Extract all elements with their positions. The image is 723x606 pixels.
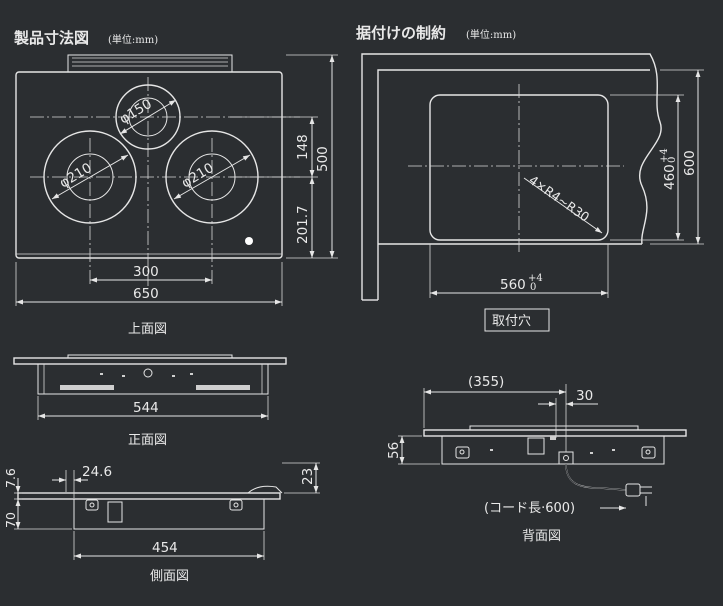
front-view-caption: 正面図 [128, 433, 167, 448]
diameter-210-left-label: φ210 [57, 160, 95, 192]
back-top-plate [423, 429, 687, 437]
product-title: 製品寸法図 (単位:mm) [13, 29, 158, 47]
front-view: 544 正面図 [13, 354, 287, 448]
cord-length-label: (コード長·600) [484, 501, 575, 516]
side-view-caption: 側面図 [150, 569, 189, 584]
install-title-text: 据付けの制約 [356, 24, 446, 42]
back-body [441, 435, 665, 465]
back-view: (355) 30 56 (コード長·600) 背面図 [386, 374, 687, 544]
burner-small-outer [115, 84, 181, 150]
product-unit-text: (単位:mm) [108, 33, 158, 46]
vent-right [196, 385, 250, 390]
cabinet-outline [361, 53, 662, 300]
install-title: 据付けの制約 (単位:mm) [356, 24, 516, 42]
dim-201-7-label: 201.7 [295, 205, 311, 244]
side-top-plate [17, 492, 281, 500]
dim-70-label: 70 [3, 512, 18, 528]
top-view-caption: 上面図 [128, 322, 167, 337]
dim-30-label: 30 [576, 388, 593, 404]
width-tol-plus: +4 [528, 273, 543, 284]
install-cutout-view: 4×R4~R30 460 +4 0 600 560 +4 0 取付穴 [361, 53, 704, 332]
cutout-label-box [484, 308, 550, 332]
dim-454-label: 454 [152, 540, 178, 556]
height-460-label: 460 [662, 164, 678, 190]
front-knob-icon [143, 368, 153, 378]
dim-148-label: 148 [295, 134, 311, 160]
front-body [37, 363, 269, 395]
power-plug-icon [625, 483, 641, 497]
product-title-text: 製品寸法図 [13, 29, 89, 47]
cord-outlet [558, 451, 574, 465]
dim-650-label: 650 [133, 286, 159, 302]
vent-left [60, 385, 114, 390]
dim-355-label: (355) [468, 374, 504, 390]
dim-300-label: 300 [133, 264, 159, 280]
diameter-150-label: φ150 [117, 96, 155, 128]
side-body [73, 498, 265, 530]
side-view: 24.6 7.6 70 23 454 側面図 [3, 462, 320, 584]
dim-7-6-label: 7.6 [3, 468, 18, 488]
dim-544-label: 544 [133, 400, 159, 416]
cooktop-plate [15, 71, 283, 259]
dim-24-6-label: 24.6 [82, 464, 112, 480]
control-strip [67, 54, 233, 73]
indicator-lamp-icon [245, 237, 253, 245]
corner-radius-label: 4×R4~R30 [526, 172, 592, 225]
install-unit-text: (単位:mm) [466, 28, 516, 41]
front-top-plate [13, 357, 287, 365]
power-cord [565, 463, 627, 491]
height-tol-plus: +4 [659, 148, 670, 163]
back-view-caption: 背面図 [522, 529, 561, 544]
diameter-210-right-label: φ210 [179, 160, 217, 192]
side-knob-profile [247, 485, 283, 494]
dim-600-label: 600 [682, 150, 698, 176]
dim-500-label: 500 [315, 146, 331, 172]
burner-left-outer [43, 130, 137, 224]
dim-56-label: 56 [386, 442, 402, 459]
top-view: φ150 φ210 φ210 148 201.7 500 300 650 上面図 [15, 54, 338, 337]
height-tol-minus: 0 [667, 157, 678, 163]
dim-23-label: 23 [300, 468, 316, 485]
cutout-label: 取付穴 [492, 314, 531, 329]
width-tol-minus: 0 [530, 282, 536, 293]
width-560-label: 560 [500, 277, 526, 293]
